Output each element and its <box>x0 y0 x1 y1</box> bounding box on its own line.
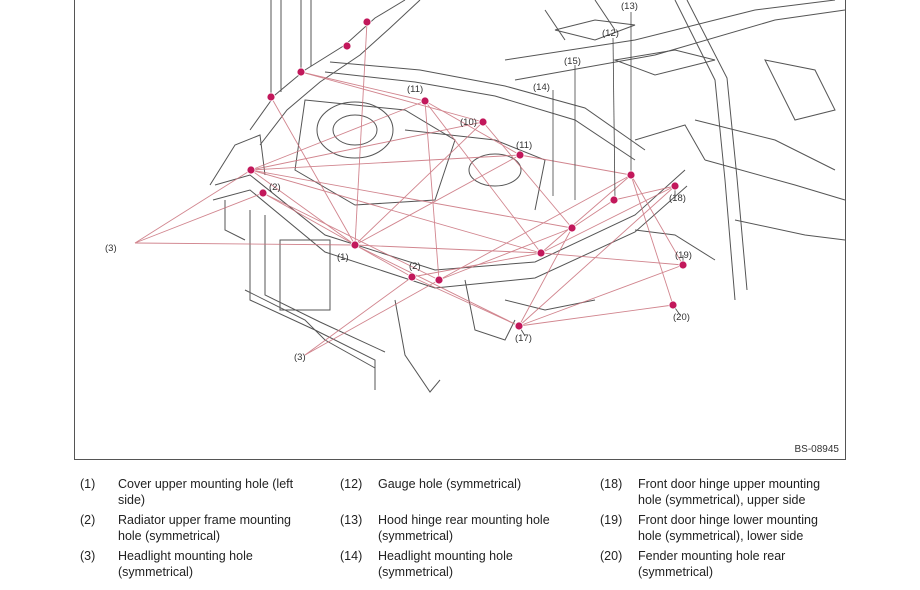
body-frame-diagram: (13) (12) (15) (14) (11) (10) (11) (2) (… <box>74 0 846 460</box>
callout-label: (2) <box>409 261 421 272</box>
legend-number: (19) <box>600 513 623 527</box>
callout-label: (10) <box>460 117 477 128</box>
measurement-points <box>246 17 688 331</box>
leader-lines <box>518 12 684 337</box>
legend-text: Front door hinge upper mounting hole (sy… <box>638 477 821 507</box>
callout-label: (3) <box>105 243 117 254</box>
callout-labels: (13) (12) (15) (14) (11) (10) (11) (2) (… <box>105 1 692 363</box>
legend-text: Headlight mounting hole (symmetrical) <box>378 549 513 579</box>
callout-label: (11) <box>407 84 423 95</box>
legend-text: Front door hinge lower mounting hole (sy… <box>638 513 818 543</box>
legend-text: Radiator upper frame mounting hole (symm… <box>118 513 292 543</box>
legend-number: (12) <box>340 477 363 491</box>
legend-number: (14) <box>340 549 363 563</box>
figure-code: BS-08945 <box>794 444 839 455</box>
callout-label: (19) <box>675 250 692 261</box>
frame-lineart <box>209 0 846 393</box>
callout-label: (20) <box>673 312 690 323</box>
callout-label: (14) <box>533 82 550 93</box>
legend-text: Hood hinge rear mounting hole (symmetric… <box>378 513 550 543</box>
callout-label: (1) <box>337 252 349 263</box>
legend-text: Cover upper mounting hole (left side) <box>118 477 294 507</box>
callout-label: (17) <box>515 333 532 344</box>
legend-number: (13) <box>340 513 363 527</box>
measurement-lines <box>134 21 684 356</box>
legend-number: (18) <box>600 477 623 491</box>
legend-number: (20) <box>600 549 623 563</box>
legend-number: (1) <box>80 477 96 491</box>
callout-label: (2) <box>269 182 281 193</box>
legend-text: Fender mounting hole rear (symmetrical) <box>638 549 786 579</box>
callout-label: (15) <box>564 56 581 67</box>
callout-label: (13) <box>621 1 638 12</box>
callout-label: (3) <box>294 352 306 363</box>
callout-label: (12) <box>602 28 619 39</box>
frame-drawing: (13) (12) (15) (14) (11) (10) (11) (2) (… <box>105 0 846 393</box>
callout-label: (18) <box>669 193 686 204</box>
legend-number: (3) <box>80 549 96 563</box>
callout-label: (11) <box>516 140 532 151</box>
legend-text: Gauge hole (symmetrical) <box>378 477 522 491</box>
legend-text: Headlight mounting hole (symmetrical) <box>118 549 253 579</box>
legend-number: (2) <box>80 513 96 527</box>
